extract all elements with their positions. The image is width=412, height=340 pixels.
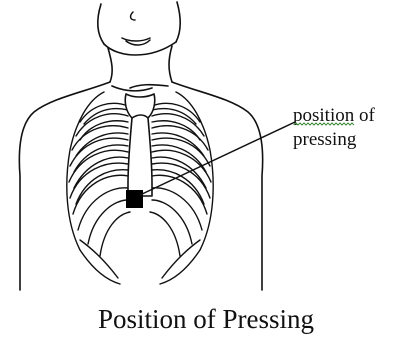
callout-label-line-2: pressing [293, 129, 357, 150]
callout-label-line-1: position of [293, 105, 375, 126]
pressing-position-marker [126, 190, 143, 208]
nose [131, 12, 135, 20]
figure-caption: Position of Pressing [98, 304, 314, 334]
sternum [125, 94, 155, 196]
face-features [122, 12, 150, 45]
